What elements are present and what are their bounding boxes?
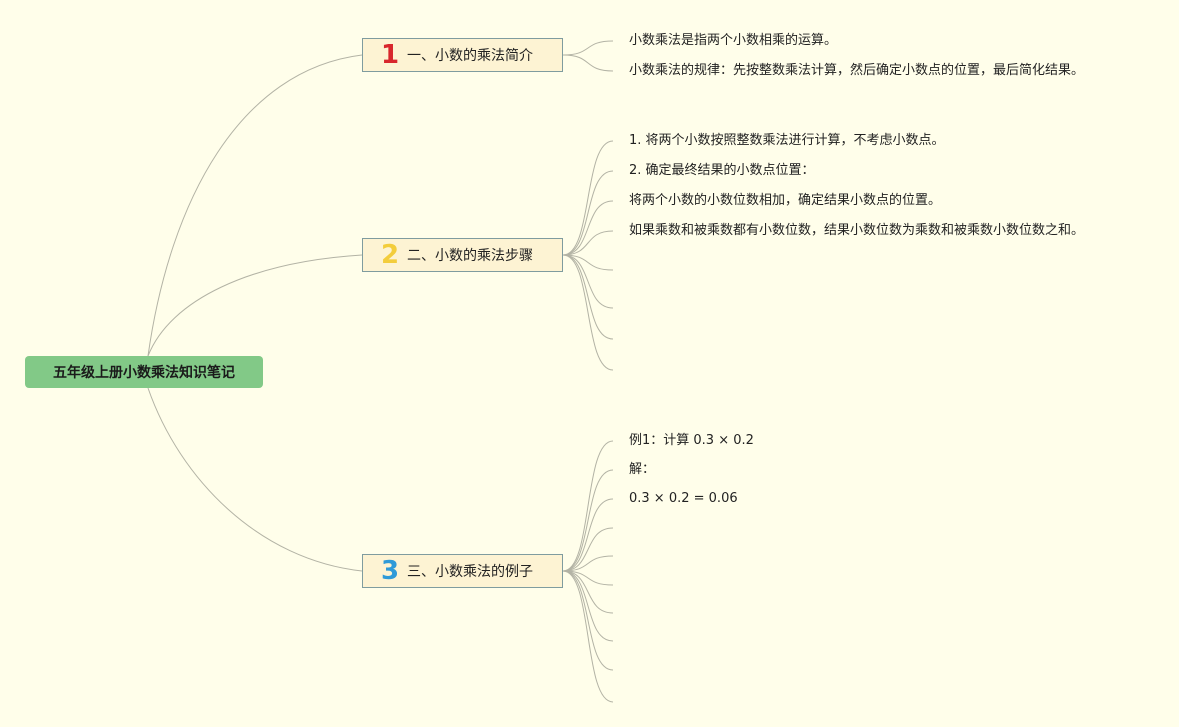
- number-3-icon: 3: [380, 556, 400, 586]
- root-to-branch-2-line: [147, 254, 363, 357]
- branch-1-leaf-line-2: [562, 54, 614, 72]
- branch-2-leaf-line-1: [562, 140, 614, 256]
- leaf-topic[interactable]: 0.3 × 0.2 = 0.06: [629, 491, 738, 506]
- leaf-topic[interactable]: 例1：计算 0.3 × 0.2: [629, 433, 754, 448]
- branch-2-leaf-line-6: [562, 254, 614, 309]
- number-1-icon: 1: [380, 40, 400, 70]
- leaf-topic[interactable]: 小数乘法的规律：先按整数乘法计算，然后确定小数点的位置，最后简化结果。: [629, 63, 1085, 78]
- branch-topic-1[interactable]: 1 一、小数的乘法简介: [362, 38, 563, 72]
- leaf-topic[interactable]: 解：: [629, 462, 656, 477]
- branch-topic-3[interactable]: 3 三、小数乘法的例子: [362, 554, 563, 588]
- leaf-topic[interactable]: 小数乘法是指两个小数相乘的运算。: [629, 33, 838, 48]
- branch-3-leaf-line-8: [562, 570, 614, 642]
- leaf-topic[interactable]: 将两个小数的小数位数相加，确定结果小数点的位置。: [629, 193, 942, 208]
- branch-3-leaf-line-3: [562, 498, 614, 572]
- number-2-icon: 2: [380, 240, 400, 270]
- leaf-topic[interactable]: 2. 确定最终结果的小数点位置：: [629, 163, 815, 178]
- branch-2-leaf-line-7: [562, 254, 614, 340]
- branch-1-leaf-line-1: [562, 40, 614, 56]
- branch-topic-1-label: 一、小数的乘法简介: [407, 48, 533, 64]
- branch-3-leaf-line-4: [562, 527, 614, 572]
- branch-3-leaf-line-5: [562, 555, 614, 572]
- branch-2-leaf-line-8: [562, 254, 614, 371]
- branch-3-leaf-line-7: [562, 570, 614, 614]
- branch-topic-2[interactable]: 2 二、小数的乘法步骤: [362, 238, 563, 272]
- branch-topic-2-label: 二、小数的乘法步骤: [407, 248, 533, 264]
- branch-2-leaf-line-2: [562, 170, 614, 256]
- branch-3-leaf-line-10: [562, 570, 614, 703]
- root-to-branch-3-line: [147, 387, 363, 572]
- root-to-branch-1-line: [147, 54, 363, 357]
- branch-3-leaf-line-2: [562, 469, 614, 572]
- branch-2-leaf-line-5: [562, 254, 614, 271]
- branch-3-leaf-line-1: [562, 440, 614, 572]
- leaf-topic[interactable]: 如果乘数和被乘数都有小数位数，结果小数位数为乘数和被乘数小数位数之和。: [629, 223, 1085, 238]
- branch-2-leaf-line-4: [562, 230, 614, 256]
- root-topic[interactable]: 五年级上册小数乘法知识笔记: [25, 356, 263, 388]
- branch-3-leaf-line-6: [562, 570, 614, 586]
- leaf-topic[interactable]: 1. 将两个小数按照整数乘法进行计算，不考虑小数点。: [629, 133, 945, 148]
- branch-topic-3-label: 三、小数乘法的例子: [407, 564, 533, 580]
- root-topic-label: 五年级上册小数乘法知识笔记: [53, 365, 235, 381]
- branch-2-leaf-line-3: [562, 200, 614, 256]
- branch-3-leaf-line-9: [562, 570, 614, 671]
